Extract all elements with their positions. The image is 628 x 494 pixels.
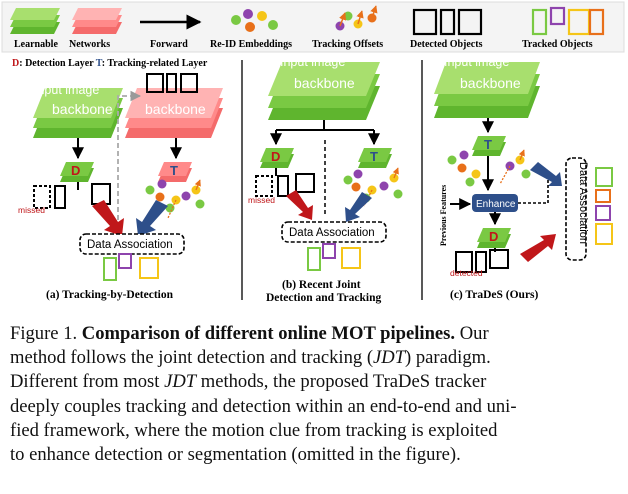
panel-b-reid-dots xyxy=(343,167,403,207)
panel-b-backbone: backbone xyxy=(294,75,355,91)
panel-c-prev: Previous Features xyxy=(439,185,448,246)
panel-b-missed: missed xyxy=(248,195,275,205)
panel-c-input: Input image xyxy=(444,55,509,69)
panel-a-backbone-stack xyxy=(33,88,123,138)
figure: Learnable Networks Forward Re-ID Embeddi… xyxy=(1,1,625,304)
layer-note: D: Detection Layer T: Tracking-related L… xyxy=(12,58,208,69)
panel-b: Input image backbone D T missed xyxy=(248,55,403,304)
legend-detected: Detected Objects xyxy=(410,39,483,50)
panel-b-caption-1: (b) Recent Joint xyxy=(282,279,361,291)
panel-b-d: D xyxy=(271,149,280,164)
panel-a-prev-boxes xyxy=(146,73,198,93)
panel-a-tracked-boxes xyxy=(103,253,159,281)
reid-dots-icon xyxy=(231,9,278,32)
panel-b-d-layer xyxy=(260,148,294,168)
panel-b-tracked-boxes xyxy=(307,243,361,271)
caption-line-3: Different from most JDT methods, the pro… xyxy=(10,371,487,393)
panel-c-enhance: Enhance xyxy=(476,199,516,210)
panel-c-backbone-stack xyxy=(434,62,540,118)
figure-caption: Figure 1. Comparison of different online… xyxy=(10,322,622,467)
panel-a-network-stack xyxy=(125,88,223,138)
panel-a-d: D xyxy=(71,163,80,178)
panel-c-d: D xyxy=(489,229,498,244)
legend-networks: Networks xyxy=(69,39,110,50)
panel-a-backbone-2: backbone xyxy=(145,101,206,117)
panel-b-caption-2: Detection and Tracking xyxy=(266,292,381,304)
offsets-icon xyxy=(335,5,378,31)
legend-tracked: Tracked Objects xyxy=(522,39,593,50)
panel-c-tracked-boxes xyxy=(595,167,613,245)
panel-c-assoc: Data Association xyxy=(577,162,589,244)
panel-c-red-arrow xyxy=(520,234,556,262)
detected-boxes-icon xyxy=(412,8,483,36)
panel-a-caption: (a) Tracking-by-Detection xyxy=(46,289,174,301)
panel-c-detected: detected xyxy=(450,268,483,278)
panel-c-reid-dots xyxy=(447,149,531,187)
legend-offsets: Tracking Offsets xyxy=(312,39,383,50)
panel-b-t: T xyxy=(370,149,378,164)
caption-line-2: method follows the joint detection and t… xyxy=(10,347,491,369)
caption-line-5: fied framework, where the motion clue fr… xyxy=(10,419,498,441)
panel-b-red-arrow xyxy=(286,190,313,220)
panel-c-backbone: backbone xyxy=(460,75,521,91)
panel-a: Input image backbone backbone D xyxy=(18,73,223,301)
caption-line-6: to enhance detection or segmentation (om… xyxy=(10,444,461,466)
panel-a-d-layer xyxy=(60,162,94,182)
panel-a-reid-dots xyxy=(145,179,205,219)
panel-b-assoc-box xyxy=(281,221,387,243)
panel-c-d-layer xyxy=(477,228,511,248)
panel-a-t-layer xyxy=(158,162,192,182)
panel-c-t-layer xyxy=(472,136,506,156)
panel-b-t-layer xyxy=(358,148,392,168)
learnable-icon xyxy=(10,8,60,34)
panel-b-detected-boxes xyxy=(255,173,315,197)
panel-a-assoc: Data Association xyxy=(87,239,173,251)
panel-c-detected-boxes xyxy=(455,249,509,273)
caption-line-4: deeply couples tracking and detection wi… xyxy=(10,395,517,417)
panel-a-gray-path xyxy=(117,90,142,228)
caption-line-1: Figure 1. Comparison of different online… xyxy=(10,323,489,344)
panel-c-enhance-box xyxy=(472,194,518,212)
legend-learnable: Learnable xyxy=(14,39,58,50)
panel-a-blue-arrow xyxy=(136,200,168,236)
panel-a-input: Input image xyxy=(34,83,99,97)
networks-icon xyxy=(72,8,122,34)
panel-b-assoc: Data Association xyxy=(289,227,375,239)
panel-b-blue-arrow xyxy=(345,192,372,222)
panel-a-red-arrow xyxy=(92,200,124,236)
panel-b-input: Input image xyxy=(280,55,345,69)
legend: Learnable Networks Forward Re-ID Embeddi… xyxy=(1,1,625,53)
panel-c-caption: (c) TraDeS (Ours) xyxy=(450,289,539,301)
panel-c-blue-arrow xyxy=(530,162,562,186)
panel-a-missed: missed xyxy=(18,205,45,215)
panel-a-t: T xyxy=(170,163,178,178)
legend-reid: Re-ID Embeddings xyxy=(210,39,292,50)
legend-forward: Forward xyxy=(150,39,188,50)
panel-a-backbone: backbone xyxy=(52,101,113,117)
panel-c-assoc-box xyxy=(565,157,587,261)
tracked-boxes-icon xyxy=(531,6,605,36)
panel-c: Input image backbone T Previous Features xyxy=(434,55,613,301)
panel-b-backbone-stack xyxy=(268,62,380,120)
panel-c-t: T xyxy=(484,137,492,152)
